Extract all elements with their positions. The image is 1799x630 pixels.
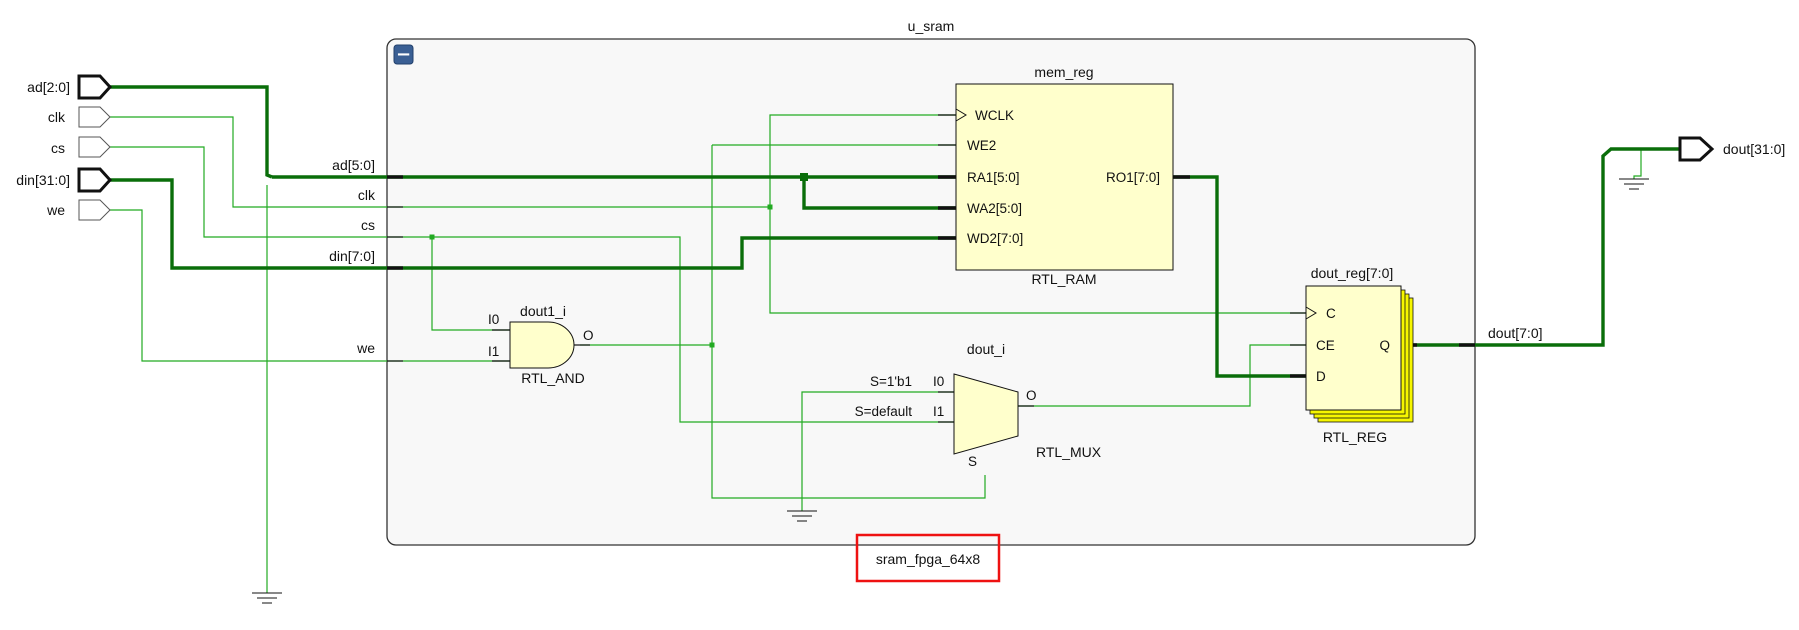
collapse-button[interactable]: − — [393, 44, 414, 65]
ram-type-label: RTL_RAM — [1031, 271, 1096, 287]
mux-pin-i1: I1 — [933, 404, 944, 419]
register-instance-name: dout_reg[7:0] — [1311, 265, 1394, 281]
net-label-dout: dout[7:0] — [1488, 325, 1543, 341]
ground-icon — [252, 592, 282, 604]
mux-condition-i1: S=default — [855, 404, 913, 419]
mux-condition-i0: S=1'b1 — [870, 374, 912, 389]
and-pin-i0: I0 — [488, 312, 499, 327]
ram-pin-ro1: RO1[7:0] — [1106, 170, 1160, 185]
mux-pin-o: O — [1026, 388, 1037, 403]
svg-text:clk: clk — [48, 109, 66, 125]
ram-pin-wclk: WCLK — [975, 108, 1014, 123]
clock-pin-icon — [955, 108, 967, 122]
register-pin-q: Q — [1379, 338, 1390, 353]
ram-cell[interactable]: mem_reg RTL_RAM WCLK WE2 RA1[5:0] WA2[5:… — [955, 64, 1174, 287]
ram-pin-we2: WE2 — [967, 138, 996, 153]
net-label-din: din[7:0] — [329, 248, 375, 264]
svg-text:we: we — [46, 202, 65, 218]
register-cell[interactable]: dout_reg[7:0] RTL_REG C CE D Q — [1305, 265, 1414, 445]
output-port-dout[interactable]: dout[31:0] — [1678, 136, 1785, 162]
module-name: sram_fpga_64x8 — [876, 551, 981, 567]
bus-nets — [110, 85, 1680, 378]
ram-instance-name: mem_reg — [1034, 64, 1093, 80]
svg-text:ad[2:0]: ad[2:0] — [27, 79, 70, 95]
and-pin-o: O — [583, 328, 594, 343]
mux-pin-i0: I0 — [933, 374, 944, 389]
ground-icon — [1619, 178, 1649, 190]
net-label-ad: ad[5:0] — [332, 157, 375, 173]
register-pin-c: C — [1326, 306, 1336, 321]
input-port-we[interactable]: we — [46, 199, 111, 221]
svg-text:cs: cs — [51, 140, 65, 156]
input-port-din[interactable]: din[31:0] — [16, 167, 113, 193]
net-label-cs: cs — [361, 217, 375, 233]
mux-pin-s: S — [968, 454, 977, 469]
svg-text:dout[31:0]: dout[31:0] — [1723, 141, 1785, 157]
mux-type-label: RTL_MUX — [1036, 444, 1102, 460]
and-instance-name: dout1_i — [520, 303, 566, 319]
mux-cell[interactable]: dout_i RTL_MUX I0 I1 O S S=1'b1 S=defaul… — [855, 341, 1102, 469]
collapse-icon: − — [396, 44, 411, 65]
thin-nets — [110, 114, 1642, 593]
register-pin-d: D — [1316, 369, 1326, 384]
ram-pin-wd2: WD2[7:0] — [967, 231, 1023, 246]
input-port-clk[interactable]: clk — [48, 106, 111, 128]
register-type-label: RTL_REG — [1323, 429, 1387, 445]
and-type-label: RTL_AND — [521, 370, 585, 386]
input-port-cs[interactable]: cs — [51, 136, 111, 158]
register-pin-ce: CE — [1316, 338, 1335, 353]
boundary-stubs — [387, 114, 1475, 423]
svg-text:din[31:0]: din[31:0] — [16, 172, 70, 188]
net-label-clk: clk — [358, 187, 376, 203]
input-port-ad[interactable]: ad[2:0] — [27, 74, 113, 100]
mux-instance-name: dout_i — [967, 341, 1005, 357]
ground-icon — [787, 510, 817, 522]
clock-pin-icon — [1305, 306, 1317, 320]
ram-pin-wa2: WA2[5:0] — [967, 201, 1022, 216]
container-title: u_sram — [908, 18, 955, 34]
and-pin-i1: I1 — [488, 344, 499, 359]
ram-pin-ra1: RA1[5:0] — [967, 170, 1020, 185]
net-label-we: we — [356, 340, 375, 356]
and-gate[interactable]: dout1_i RTL_AND I0 I1 O — [488, 303, 594, 386]
container-box[interactable] — [386, 38, 1476, 546]
module-name-highlight[interactable]: sram_fpga_64x8 — [855, 533, 1001, 583]
